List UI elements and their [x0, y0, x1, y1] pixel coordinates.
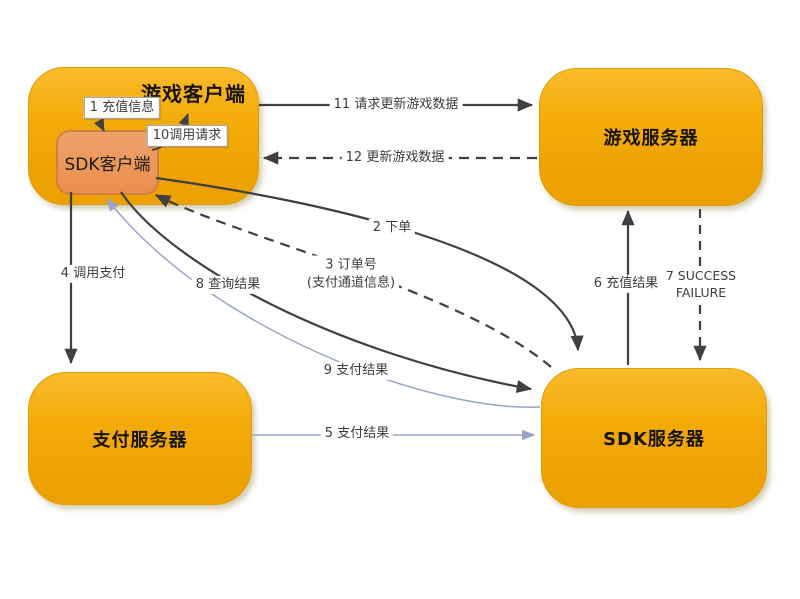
edge-label-11: 11 请求更新游戏数据: [329, 95, 463, 115]
node-payment-server: 支付服务器: [28, 372, 252, 505]
edge-label-7: 7 SUCCESS FAILURE: [661, 267, 741, 303]
edge-label-6: 6 充值结果: [589, 274, 663, 294]
node-payment-server-title: 支付服务器: [92, 429, 188, 451]
edge-label-8: 8 查询结果: [191, 275, 265, 295]
edge-label-1: 1 充值信息: [83, 96, 161, 120]
node-game-server: 游戏服务器: [539, 68, 763, 206]
edge-label-12: 12 更新游戏数据: [341, 148, 449, 168]
edge-label-7-line1: 7 SUCCESS: [665, 268, 737, 284]
node-sdk-server-title: SDK服务器: [603, 429, 705, 450]
edge-label-5: 5 支付结果: [320, 424, 394, 444]
edge-label-3-line1: 3 订单号: [325, 257, 377, 273]
edge-label-7-line2: FAILURE: [675, 285, 727, 300]
node-sdk-client-title: SDK客户端: [64, 155, 151, 175]
edge-label-3: 3 订单号 (支付通道信息): [302, 255, 400, 293]
node-game-server-title: 游戏服务器: [603, 128, 699, 149]
edge-label-3-line2: (支付通道信息): [306, 275, 396, 290]
node-sdk-server: SDK服务器: [541, 368, 767, 508]
edge-label-4: 4 调用支付: [56, 264, 130, 284]
edge-label-10: 10调用请求: [146, 124, 228, 148]
node-sdk-client: SDK客户端: [56, 130, 159, 195]
edge-label-2: 2 下单: [368, 218, 416, 238]
edge-label-9: 9 支付结果: [319, 361, 393, 381]
